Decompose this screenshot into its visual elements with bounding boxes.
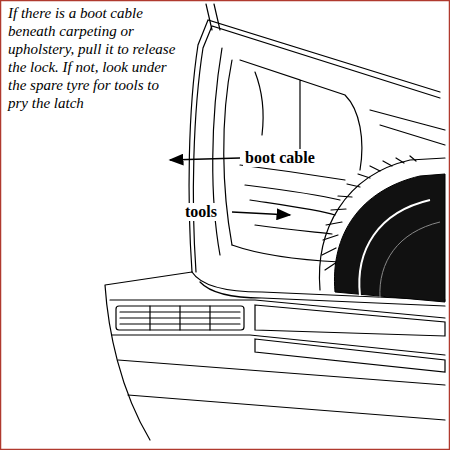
- leader-arrow: [232, 212, 290, 215]
- part-label: boot cable: [243, 149, 317, 167]
- leader-arrow: [170, 158, 240, 160]
- instruction-note: If there is a boot cable beneath carpeti…: [8, 4, 180, 112]
- part-label: tools: [183, 203, 219, 221]
